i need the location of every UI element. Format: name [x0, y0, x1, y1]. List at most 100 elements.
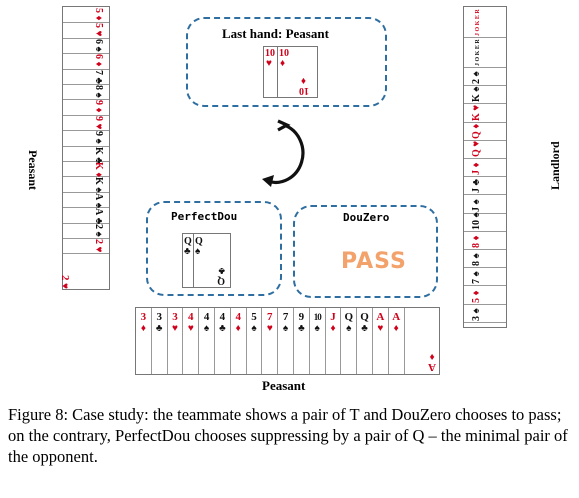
- perfectdou-cards: Q♣Q♠Q♣: [182, 233, 231, 288]
- bottom-hand-card: Q♠: [341, 308, 358, 374]
- card-rank: 7: [93, 69, 104, 75]
- card-rank: J O K E R: [475, 9, 481, 36]
- left-hand-card: 6 ♦: [63, 53, 109, 70]
- left-hand-card: 5 ♥: [63, 22, 109, 39]
- card-rank: K: [471, 94, 482, 103]
- card-rank: 3: [471, 315, 482, 321]
- left-hand-card: K ♠: [63, 176, 109, 193]
- card-rank: 9: [298, 311, 305, 323]
- card-rank: 10: [471, 219, 482, 230]
- perfectdou-card: Q♠: [193, 233, 231, 288]
- card-rank: 4: [219, 311, 226, 323]
- right-hand-card-index: 8 ♦: [466, 235, 484, 248]
- card-suit: ♥: [377, 323, 384, 334]
- right-landlord-hand: J O K E R J O K E R 2 ♠ K ♠ K ♥Q ♦ Q ♥ J ♦ J ♣ J…: [463, 6, 507, 328]
- bottom-hand-card: 10♠: [310, 308, 326, 374]
- last-hand-bottom-corner: 10♦: [299, 75, 309, 96]
- card-suit: ♠: [93, 228, 104, 237]
- card-suit: ♥: [59, 280, 70, 289]
- card-suit: ♠: [314, 323, 320, 334]
- card-suit: ♥: [266, 58, 272, 69]
- perfectdou-card: Q♣: [182, 233, 193, 288]
- card-rank: Q: [344, 311, 354, 323]
- card-rank: Q: [195, 236, 203, 247]
- right-hand-card-index: J O K E R: [466, 39, 484, 66]
- bottom-hand-card: 4♦: [231, 308, 247, 374]
- card-rank: 3: [140, 311, 147, 323]
- left-hand-card: K ♦: [63, 161, 109, 178]
- bottom-player-label: Peasant: [262, 378, 306, 393]
- right-hand-card-index: 3 ♠: [466, 308, 484, 321]
- bottom-hand-card: 3♣: [152, 308, 168, 374]
- card-rank: J: [471, 188, 482, 194]
- card-rank: 3: [156, 311, 162, 323]
- perfectdou-title: PerfectDou: [171, 210, 238, 223]
- card-rank: 10: [265, 48, 275, 59]
- card-suit: ♠: [282, 323, 289, 334]
- right-hand-card: J O K E R: [464, 37, 506, 68]
- card-suit: ♥: [93, 120, 104, 130]
- right-hand-card-index: J ♠: [466, 199, 484, 212]
- card-rank: 2: [471, 79, 482, 85]
- card-rank: A: [93, 192, 104, 201]
- left-hand-card-index: K ♠: [91, 177, 109, 193]
- pass-label: PASS: [341, 249, 407, 274]
- card-suit: ♥: [172, 323, 178, 334]
- left-hand-card-index: 9 ♦: [91, 100, 109, 113]
- left-hand-card: 2 ♥: [63, 238, 109, 255]
- left-hand-card-index: 8 ♠: [91, 85, 109, 98]
- bottom-hand-last-corner: A♦: [427, 351, 437, 373]
- bottom-hand-card: 9♣: [294, 308, 310, 374]
- left-hand-card-index: 9 ♥: [91, 116, 109, 129]
- right-hand-card-index: 2 ♠: [466, 71, 484, 84]
- right-hand-card-index: 7 ♠: [466, 272, 484, 285]
- card-rank: 5: [471, 297, 482, 303]
- card-suit: ♣: [298, 323, 305, 334]
- right-hand-card-index: J ♦: [466, 163, 484, 176]
- card-suit: ♥: [471, 140, 482, 150]
- perfectdou-box: [146, 201, 282, 296]
- card-suit: ♥: [266, 323, 273, 334]
- bottom-peasant-hand: 3♦3♣3♥4♥4♠4♣4♦5♠7♥7♠9♣10♠J♦Q♠Q♣A♥A♦A♦: [135, 307, 440, 375]
- card-suit: ♠: [203, 323, 210, 334]
- card-suit: ♠: [471, 211, 482, 220]
- card-suit: ♠: [471, 198, 482, 207]
- card-suit: ♠: [93, 43, 104, 52]
- right-hand-card: Q ♥: [464, 140, 506, 159]
- card-suit: ♣: [471, 179, 482, 189]
- right-hand-card-index: Q ♥: [466, 141, 484, 157]
- card-rank: 7: [471, 279, 482, 285]
- card-rank: 10: [313, 312, 322, 322]
- card-suit: ♦: [93, 59, 104, 67]
- card-suit: ♦: [280, 58, 286, 69]
- right-hand-card: 7 ♠: [464, 267, 506, 287]
- card-rank: 3: [172, 311, 178, 323]
- card-suit: ♠: [471, 253, 482, 262]
- bottom-hand-card: 3♥: [168, 308, 184, 374]
- card-rank: 4: [203, 311, 210, 323]
- douzero-box: [293, 205, 438, 298]
- card-suit: ♥: [93, 244, 104, 253]
- left-hand-card: A ♠: [63, 192, 109, 209]
- card-suit: ♠: [195, 246, 201, 257]
- card-suit: ♥: [471, 104, 482, 113]
- right-hand-card: 2 ♠: [464, 67, 506, 87]
- card-rank: Q: [360, 311, 369, 323]
- left-hand-card-index: 5 ♦: [91, 8, 109, 21]
- card-rank: K: [93, 162, 104, 170]
- bottom-hand-card: 4♣: [215, 308, 231, 374]
- card-rank: A: [428, 361, 436, 373]
- card-rank: K: [93, 146, 104, 155]
- bottom-hand-card: 7♥: [262, 308, 279, 374]
- card-suit: ♦: [300, 75, 306, 86]
- card-suit: ♣: [219, 323, 226, 334]
- bottom-hand-card: 7♠: [278, 308, 294, 374]
- card-suit: ♠: [93, 90, 104, 98]
- card-rank: 2: [93, 223, 104, 229]
- right-hand-card-index: Q ♦: [466, 123, 484, 138]
- card-rank: 8: [471, 261, 482, 267]
- right-hand-card: Q ♦: [464, 122, 506, 141]
- left-hand-card: K ♣: [63, 146, 109, 163]
- right-hand-card: K ♥: [464, 103, 506, 123]
- card-suit: ♦: [471, 162, 482, 171]
